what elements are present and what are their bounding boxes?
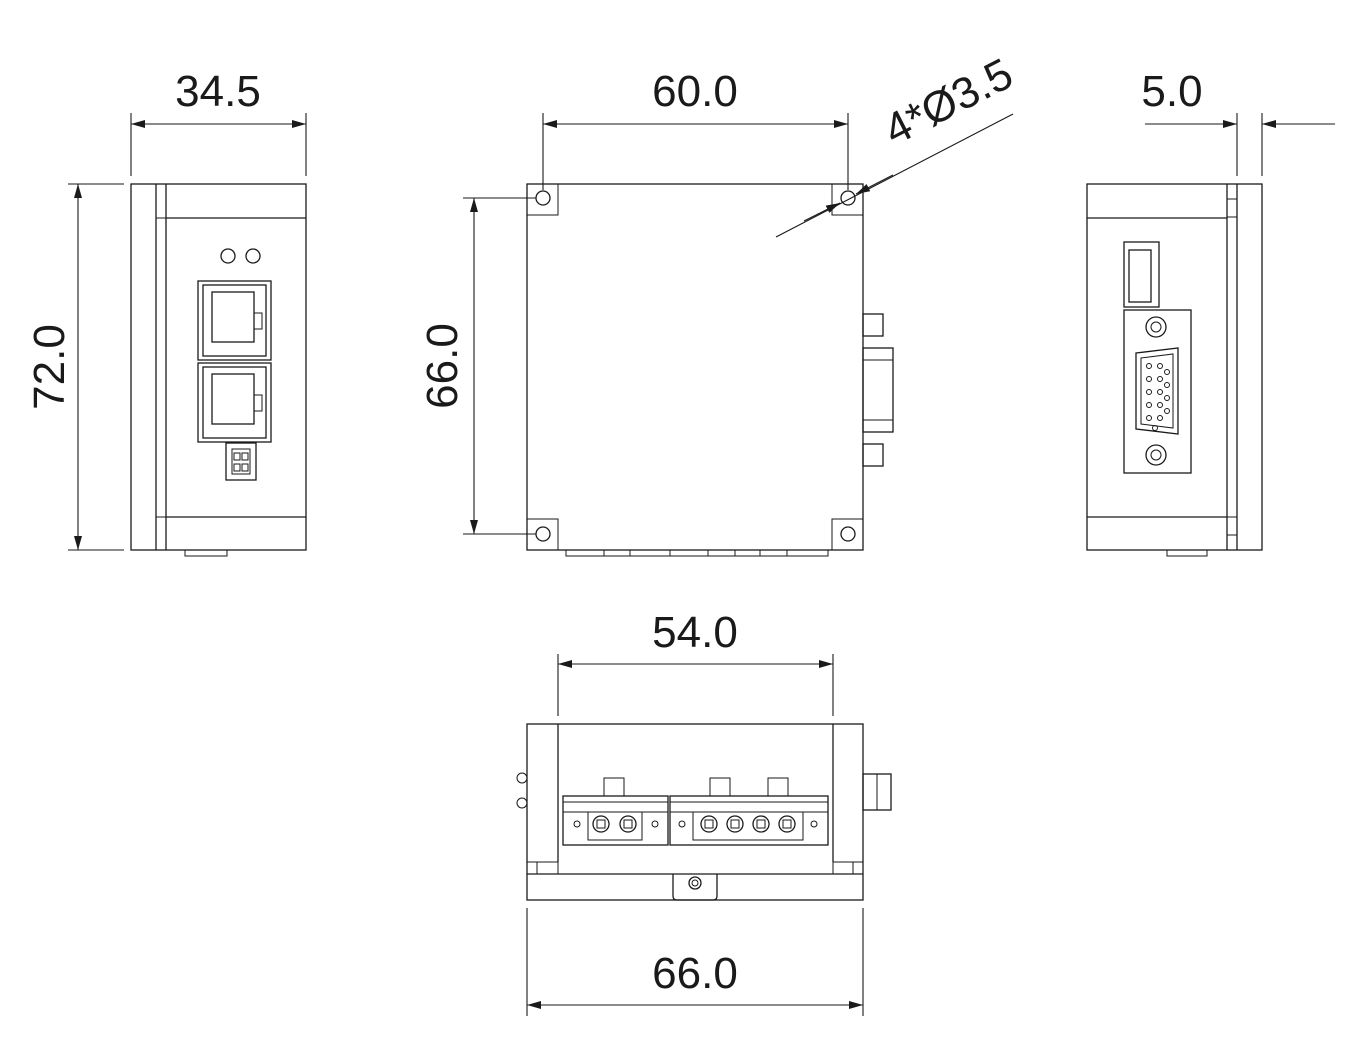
dimension-top-width: 60.0 [652, 67, 738, 116]
mounting-hole [840, 526, 856, 542]
dimension-front-width: 34.5 [175, 67, 261, 116]
dimension-bottom-outer-width: 66.0 [652, 949, 738, 998]
mounting-hole [840, 190, 856, 206]
rj45-port-top [197, 280, 272, 361]
dimension-bottom-inner-width: 54.0 [652, 608, 738, 657]
dimension-side-offset: 5.0 [1141, 67, 1202, 116]
mounting-hole [535, 190, 551, 206]
top-view: 60.0 4*Ø3.5 66.0 [418, 49, 1021, 557]
side-view: 5.0 [1086, 67, 1335, 557]
dimension-front-height: 72.0 [25, 324, 74, 410]
rj45-port-bottom [197, 362, 272, 443]
bottom-view: 54.0 66.0 [516, 608, 892, 1016]
dip-switch [225, 442, 257, 481]
led-indicator [245, 248, 261, 264]
dimension-hole-spec: 4*Ø3.5 [876, 49, 1020, 155]
db15-connector [1123, 309, 1192, 474]
dimension-top-height: 66.0 [418, 323, 467, 409]
led-indicator [220, 248, 236, 264]
terminal-block-4pin [669, 777, 829, 846]
front-view: 34.5 72.0 [25, 67, 307, 557]
leader-line [775, 113, 1014, 238]
terminal-block-2pin [562, 777, 669, 846]
mounting-hole [535, 526, 551, 542]
